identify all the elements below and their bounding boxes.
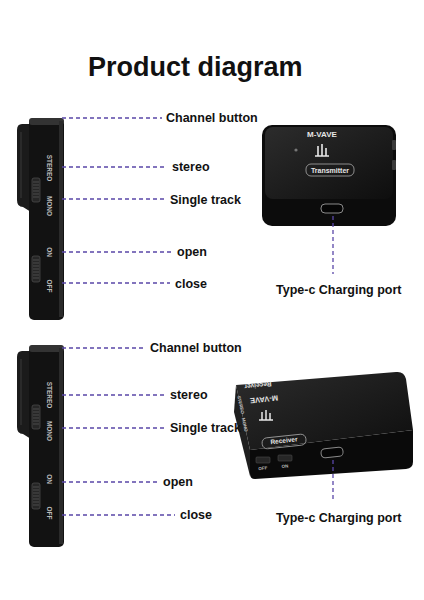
leader-line: [62, 282, 170, 283]
leader-line: [62, 166, 166, 167]
part-label: Single track: [170, 194, 241, 207]
leader-line: [332, 216, 333, 274]
part-label: stereo: [172, 161, 210, 174]
part-label: Type-c Charging port: [276, 284, 401, 297]
leader-lines: [62, 118, 333, 515]
device-print: STEREO: [46, 382, 53, 409]
leader-line: [62, 251, 172, 252]
device-print: Transmitter: [311, 167, 349, 174]
transmitter-top: [265, 127, 393, 199]
part-label: open: [163, 476, 193, 489]
audio-jack: [392, 160, 396, 170]
usb-c-port: [321, 204, 343, 213]
brand-print: M-VAVE: [307, 131, 337, 139]
audio-jack: [392, 140, 396, 150]
leader-line: [62, 514, 175, 515]
device-print: STEREO: [46, 155, 53, 182]
device-print: OFF: [258, 466, 267, 471]
part-label: Channel button: [150, 342, 242, 355]
part-label: close: [180, 509, 212, 522]
leader-line: [62, 117, 162, 118]
model-badge: [262, 434, 307, 450]
part-label: Type-c Charging port: [276, 512, 401, 525]
part-label: stereo: [170, 389, 208, 402]
brand-print: M-VAVE: [250, 394, 279, 404]
leader-line: [332, 460, 333, 502]
part-label: Single track: [170, 422, 241, 435]
leader-line: [62, 198, 166, 199]
leader-line: [62, 481, 158, 482]
transmitter-body: [262, 125, 396, 226]
part-label: close: [175, 278, 207, 291]
device-print: OFF: [46, 280, 53, 293]
status-led: [294, 148, 297, 151]
clip-device: [17, 345, 64, 547]
part-label: Channel button: [166, 112, 258, 125]
usb-c-port: [321, 447, 344, 458]
device-print: MONO: [46, 421, 53, 441]
device-print: ON: [46, 474, 53, 484]
device-print: OFF: [46, 507, 53, 520]
leader-line: [62, 394, 166, 395]
device-print: MONO: [46, 196, 53, 216]
part-label: open: [177, 246, 207, 259]
clip-device: [17, 118, 64, 320]
brand-logo: [315, 144, 329, 156]
brand-logo: [259, 410, 273, 420]
power-slider: [278, 455, 292, 461]
device-print: ON: [281, 464, 288, 469]
model-badge: [306, 164, 354, 176]
device-print: Receiver: [244, 380, 272, 389]
leader-line: [62, 427, 166, 428]
device-print: ON: [46, 247, 53, 257]
diagram-title: Product diagram: [88, 54, 303, 81]
leader-line: [62, 347, 146, 348]
receiver-front: [250, 430, 413, 479]
mode-slider: [256, 457, 270, 463]
